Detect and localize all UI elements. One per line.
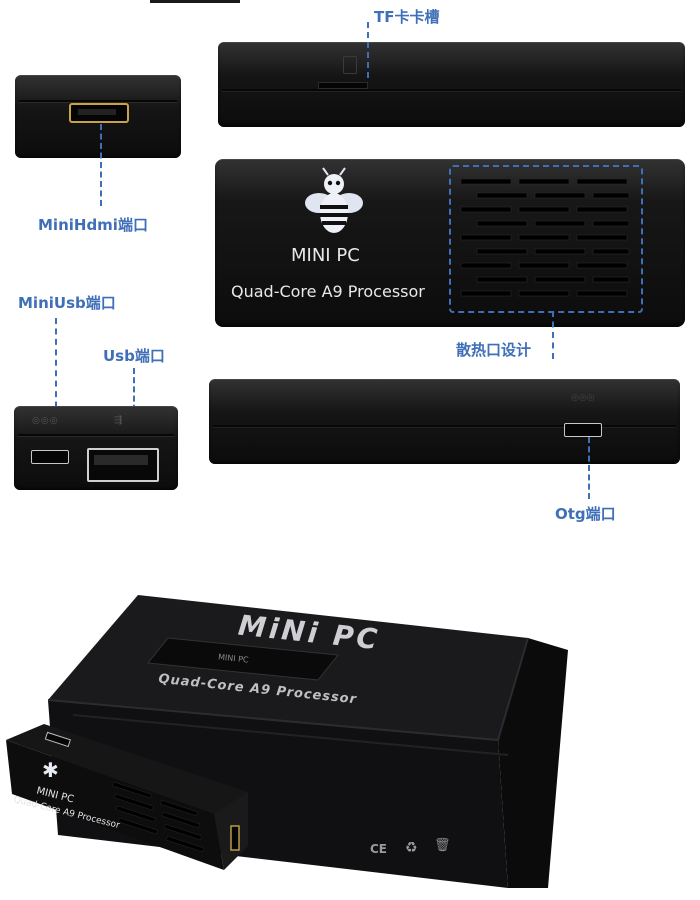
device-side-otg: ◎◎◎ xyxy=(209,379,680,464)
device-processor: Quad-Core A9 Processor xyxy=(231,282,425,301)
product-box: MiNi PC MINI PC Quad-Core A9 Processor C… xyxy=(38,590,678,890)
bin-icon: 🗑 xyxy=(434,838,451,853)
device-front: MINI PC Quad-Core A9 Processor xyxy=(215,159,685,327)
tf-slot-label: TF卡卡槽 xyxy=(374,8,440,26)
tf-slot-icon xyxy=(343,56,357,74)
vent-pointer xyxy=(552,311,554,359)
vent-label: 散热口设计 xyxy=(456,341,532,359)
product-stick: ✱ MINI PC Quad-Core A9 Processor xyxy=(4,722,248,872)
recycle-icon: ♻ xyxy=(405,840,418,856)
miniusb-port-icon xyxy=(31,450,69,464)
tf-slot xyxy=(318,82,368,89)
ce-mark: CE xyxy=(370,842,388,856)
miniusb-pointer xyxy=(55,318,57,418)
device-name: MINI PC xyxy=(291,245,360,266)
bee-icon xyxy=(305,167,363,233)
otg-pointer xyxy=(588,437,590,499)
top-edge-strip xyxy=(150,0,240,3)
minihdmi-pointer xyxy=(100,124,102,206)
usb-symbol-icon: ⇶ xyxy=(114,415,123,426)
otg-symbol-icon: ◎◎◎ xyxy=(571,393,595,403)
vent-grille xyxy=(449,165,643,313)
stick-bee-icon: ✱ xyxy=(42,758,59,782)
device-end-usb: ◎◎◎ ⇶ xyxy=(14,406,178,490)
usb-pointer xyxy=(133,368,135,420)
miniusb-label: MiniUsb端口 xyxy=(18,294,116,312)
usb-label: Usb端口 xyxy=(103,347,165,365)
device-end-hdmi xyxy=(15,75,181,158)
device-side-tf xyxy=(218,42,685,127)
tf-slot-pointer xyxy=(367,22,369,78)
usb-port-icon xyxy=(87,448,159,482)
otg-label: Otg端口 xyxy=(555,505,616,523)
minihdmi-label: MiniHdmi端口 xyxy=(38,216,148,234)
hdmi-port-icon xyxy=(69,103,129,123)
miniusb-symbol-icon: ◎◎◎ xyxy=(32,416,59,426)
otg-port-icon xyxy=(564,423,602,437)
